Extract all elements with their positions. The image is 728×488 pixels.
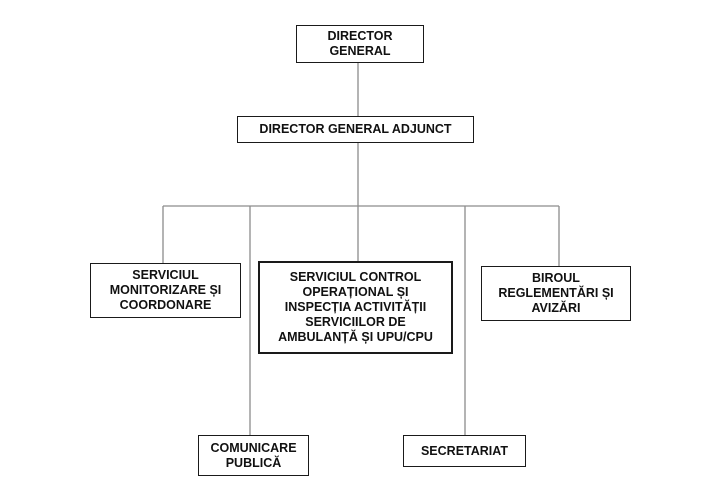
secretariat-box: SECRETARIAT bbox=[403, 435, 526, 467]
director-general-box: DIRECTOR GENERAL bbox=[296, 25, 424, 63]
director-general-adjunct-box: DIRECTOR GENERAL ADJUNCT bbox=[237, 116, 474, 143]
serviciul-control-box: SERVICIUL CONTROL OPERAȚIONAL ȘI INSPECȚ… bbox=[258, 261, 453, 354]
biroul-reglementari-box: BIROUL REGLEMENTĂRI ȘI AVIZĂRI bbox=[481, 266, 631, 321]
comunicare-publica-box: COMUNICARE PUBLICĂ bbox=[198, 435, 309, 476]
serviciul-monitorizare-box: SERVICIUL MONITORIZARE ȘI COORDONARE bbox=[90, 263, 241, 318]
